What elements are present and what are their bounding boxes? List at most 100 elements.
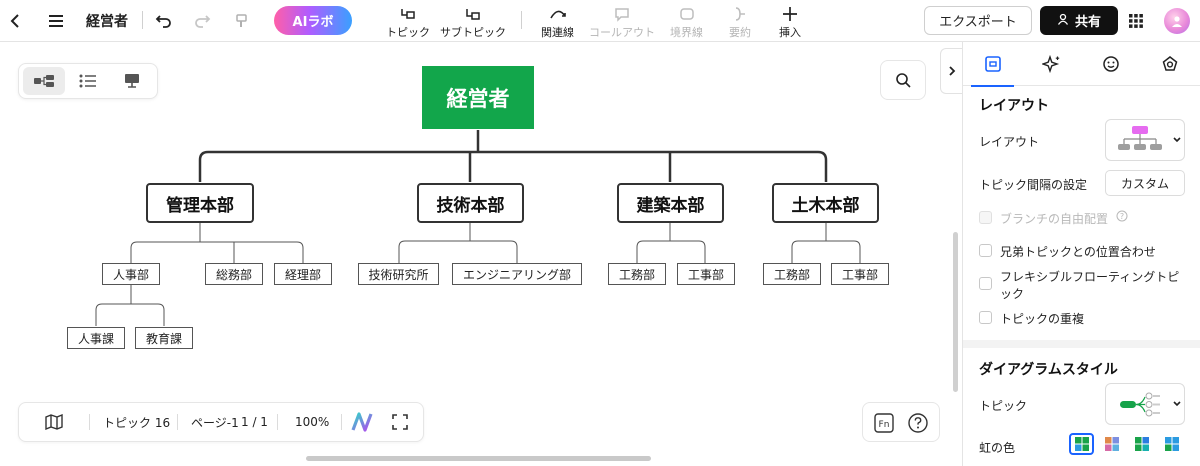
view-switcher	[18, 63, 158, 99]
mindmap-canvas[interactable]: 経営者 管理本部 技術本部 建築本部 土木本部 人事部 総務部 経理部 人事課 …	[0, 42, 958, 466]
page-count: 1 / 1	[241, 415, 268, 429]
undo-icon[interactable]	[150, 7, 178, 35]
callout-label: コールアウト	[589, 26, 655, 39]
summary-icon	[731, 4, 749, 24]
diagram-style-section-title: ダイアグラムスタイル	[979, 362, 1118, 378]
main-topic-architecture[interactable]: 建築本部	[617, 183, 724, 223]
rainbow-option-3[interactable]	[1129, 433, 1154, 455]
subtopic-construction-mgmt[interactable]: 工務部	[608, 263, 666, 285]
format-painter-icon[interactable]	[228, 7, 256, 35]
option-topic-overlap[interactable]: トピックの重複	[979, 310, 1191, 327]
menu-icon[interactable]	[42, 7, 70, 35]
minimap-button[interactable]	[45, 403, 63, 441]
spacing-custom-button[interactable]: カスタム	[1105, 170, 1185, 196]
tab-icons[interactable]	[1081, 42, 1140, 86]
relation-line-label: 関連線	[541, 26, 574, 39]
share-label: 共有	[1074, 15, 1101, 30]
outline-view-button[interactable]	[67, 67, 109, 95]
option-flexible-floating[interactable]: フレキシブルフローティングトピック	[979, 269, 1191, 303]
subtopic-general-affairs[interactable]: 総務部	[205, 263, 263, 285]
back-arrow-icon[interactable]	[2, 7, 30, 35]
main-connectors	[198, 130, 828, 182]
document-title[interactable]: 経営者	[86, 14, 128, 30]
option-align-siblings[interactable]: 兄弟トピックとの位置合わせ	[979, 243, 1191, 260]
presentation-view-button[interactable]	[111, 67, 153, 95]
root-topic[interactable]: 経営者	[422, 66, 534, 129]
panel-collapse-button[interactable]	[940, 48, 962, 94]
rainbow-option-2[interactable]	[1099, 433, 1124, 455]
tab-ai-style[interactable]	[1022, 42, 1081, 86]
sparkle-icon	[1041, 55, 1059, 73]
layout-selector[interactable]	[1105, 119, 1185, 161]
subtopic-button[interactable]: サブトピック	[440, 4, 506, 40]
main-topic-admin[interactable]: 管理本部	[146, 183, 254, 223]
toolbar-divider	[521, 11, 522, 29]
topic-style-selector[interactable]	[1105, 383, 1185, 425]
boundary-button[interactable]: 境界線	[670, 4, 703, 40]
status-divider	[89, 414, 90, 430]
avatar[interactable]	[1164, 8, 1190, 34]
subtopic-construction-works[interactable]: 工事部	[677, 263, 735, 285]
subtopic-engineering[interactable]: エンジニアリング部	[452, 263, 582, 285]
chevron-down-icon	[1173, 137, 1181, 143]
color-grid-icon	[1164, 437, 1179, 451]
canvas-search-button[interactable]	[880, 60, 926, 100]
main-topic-civil[interactable]: 土木本部	[772, 183, 879, 223]
subtopic-label: サブトピック	[440, 26, 506, 39]
relation-line-button[interactable]: 関連線	[541, 4, 574, 40]
insert-button[interactable]: 挿入	[779, 4, 801, 40]
help-button[interactable]	[907, 412, 929, 434]
horizontal-scrollbar[interactable]	[306, 456, 651, 461]
summary-button[interactable]: 要約	[729, 4, 751, 40]
tab-layout[interactable]	[963, 42, 1022, 87]
color-grid-icon	[1104, 437, 1119, 451]
subtopic-education-section[interactable]: 教育課	[135, 327, 193, 349]
zoom-level[interactable]: 100%	[295, 415, 330, 429]
main-topic-tech[interactable]: 技術本部	[417, 183, 524, 223]
section-divider	[963, 340, 1200, 348]
checkbox[interactable]	[979, 211, 992, 224]
mindmap-connectors	[95, 130, 861, 326]
mindmap-view-button[interactable]	[23, 67, 65, 95]
checkbox[interactable]	[979, 277, 992, 290]
vertical-scrollbar[interactable]	[953, 232, 958, 392]
subtopic-civil-mgmt[interactable]: 工務部	[763, 263, 821, 285]
subtopic-accounting[interactable]: 経理部	[274, 263, 332, 285]
topic-icon	[399, 4, 417, 24]
topic-style-label: トピック	[979, 399, 1028, 413]
top-toolbar: 経営者 AIラボ トピック サブトピック 関連線 コールアウト	[0, 0, 1200, 42]
export-button[interactable]: エクスポート	[924, 6, 1032, 35]
spacing-label: トピック間隔の設定	[979, 178, 1088, 192]
redo-icon[interactable]	[188, 7, 216, 35]
subtopic-hr-dept[interactable]: 人事部	[102, 263, 160, 285]
topic-style-preview-icon	[1120, 392, 1160, 417]
checkbox[interactable]	[979, 244, 992, 257]
subtopic-civil-works[interactable]: 工事部	[831, 263, 889, 285]
subtopic-research-lab[interactable]: 技術研究所	[358, 263, 439, 285]
svg-text:Fn: Fn	[879, 420, 890, 430]
topic-label: トピック	[386, 26, 430, 39]
sub-connectors	[95, 223, 861, 326]
callout-button[interactable]: コールアウト	[589, 4, 655, 40]
ai-assistant-button[interactable]	[351, 403, 373, 441]
checkbox[interactable]	[979, 311, 992, 324]
ai-lab-button[interactable]: AIラボ	[274, 6, 352, 35]
share-button[interactable]: 共有	[1040, 6, 1118, 35]
chevron-right-icon	[948, 66, 955, 76]
summary-label: 要約	[729, 26, 751, 39]
topic-button[interactable]: トピック	[386, 4, 430, 40]
fullscreen-icon	[392, 414, 408, 430]
formula-button[interactable]: Fn	[873, 412, 895, 434]
subtopic-hr-section[interactable]: 人事課	[67, 327, 125, 349]
layout-tab-icon	[984, 56, 1001, 72]
search-icon	[896, 73, 911, 88]
apps-grid-icon[interactable]	[1126, 11, 1146, 31]
rainbow-option-4[interactable]	[1159, 433, 1184, 455]
option-free-branch[interactable]: ブランチの自由配置 ?	[979, 210, 1191, 227]
tab-theme[interactable]	[1140, 42, 1199, 86]
rainbow-option-1[interactable]	[1069, 433, 1094, 455]
page-name[interactable]: ページ-1	[191, 415, 239, 430]
info-icon[interactable]: ?	[1116, 210, 1128, 222]
mindmap-view-icon	[34, 75, 54, 87]
fullscreen-button[interactable]	[391, 403, 409, 441]
